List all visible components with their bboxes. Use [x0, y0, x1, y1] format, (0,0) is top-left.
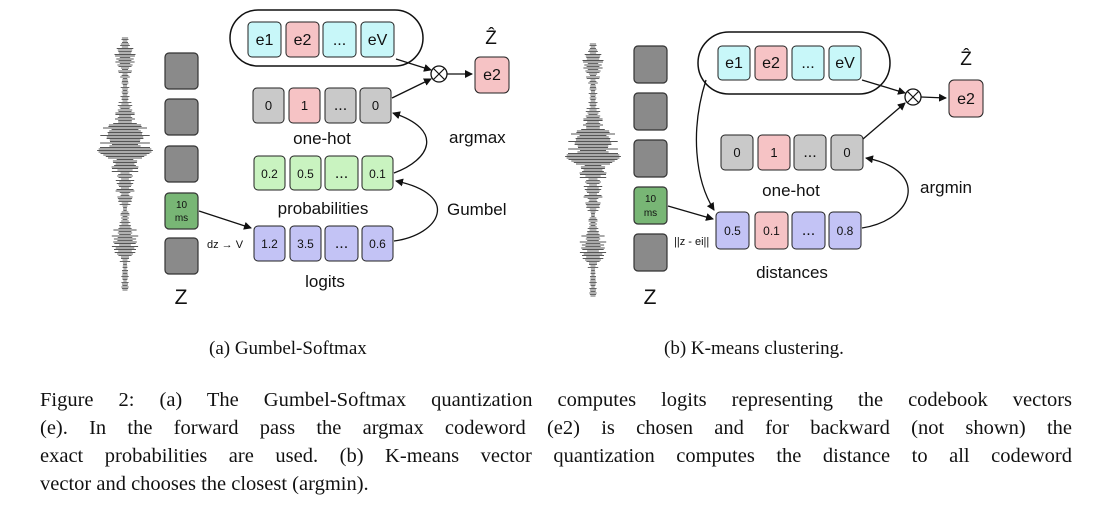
codebook-a-e1: e1	[256, 32, 274, 49]
logit-a-2: ...	[335, 235, 348, 252]
distances-label-b: distances	[756, 263, 828, 282]
z-label-a: Z	[175, 286, 188, 309]
argmax-label: argmax	[449, 128, 506, 147]
logit-a-0: 1.2	[261, 237, 278, 251]
onehot-a-2: ...	[334, 97, 347, 114]
codebook-b-dots: ...	[801, 55, 814, 72]
onehot-a-3: 0	[372, 98, 379, 113]
codebook-b-e1: e1	[725, 55, 743, 72]
subcaption-a: (a) Gumbel-Softmax	[209, 338, 367, 359]
zhat-label-a: Ẑ	[485, 27, 497, 49]
arrows-b	[667, 79, 947, 229]
caption-line-4: vector and chooses the closest (argmin).	[40, 473, 369, 495]
projection-label: dz → V	[207, 239, 244, 251]
distance-formula-label: ||z - ei||	[674, 236, 709, 248]
output-cell-a-label: e2	[483, 67, 501, 84]
onehot-b-0: 0	[733, 145, 740, 160]
frame-label-a2: ms	[175, 213, 188, 224]
onehot-a-0: 0	[265, 98, 272, 113]
onehot-a-1: 1	[301, 98, 308, 113]
output-cell-a	[474, 56, 510, 94]
caption-line-3: exact probabilities are used. (b) K-mean…	[40, 445, 1072, 467]
waveform-a	[97, 37, 153, 291]
logits-row-a: 1.2 3.5 ... 0.6	[253, 225, 394, 262]
prob-a-1: 0.5	[297, 167, 314, 181]
codebook-a-dots: ...	[333, 32, 346, 49]
frame-label-b1: 10	[645, 194, 657, 205]
panel-b: 10 ms Z e1 e2 ... eV Ẑ e2 0 1 ...	[565, 31, 984, 309]
onehot-b-3: 0	[843, 145, 850, 160]
onehot-row-b: 0 1 ... 0	[720, 134, 864, 171]
dist-b-2: ...	[802, 222, 815, 239]
caption-line-1: Figure 2: (a) The Gumbel-Softmax quantiz…	[40, 389, 1072, 411]
zhat-label-b: Ẑ	[960, 48, 972, 70]
prob-a-3: 0.1	[369, 167, 386, 181]
prob-a-0: 0.2	[261, 167, 278, 181]
dist-b-0: 0.5	[724, 224, 741, 238]
logits-label-a: logits	[305, 272, 345, 291]
codebook-cells-b: e1 e2 ... eV	[717, 45, 862, 81]
onehot-label-a: one-hot	[293, 129, 351, 148]
subcaption-b: (b) K-means clustering.	[664, 338, 844, 359]
figure-diagram: 10 ms Z e1 e2 ... eV Ẑ e2 0	[97, 9, 984, 309]
caption-line-2: (e). In the forward pass the argmax code…	[40, 417, 1072, 439]
codebook-b-ev: eV	[835, 55, 855, 72]
onehot-label-b: one-hot	[762, 181, 820, 200]
prob-a-2: ...	[335, 165, 348, 182]
figure-caption: Figure 2: (a) The Gumbel-Softmax quantiz…	[40, 386, 1072, 498]
codebook-b-e2: e2	[762, 55, 780, 72]
distances-row-b: 0.5 0.1 ... 0.8	[715, 211, 862, 250]
frame-column-b: 10 ms	[633, 45, 668, 272]
dist-b-3: 0.8	[837, 224, 854, 238]
prob-label-a: probabilities	[278, 199, 369, 218]
waveform-b	[565, 43, 621, 297]
codebook-cells-a: e1 e2 ... eV	[247, 21, 395, 58]
frame-column-a: 10 ms	[164, 52, 199, 275]
arrows-a	[198, 58, 473, 242]
codebook-a-ev: eV	[368, 32, 388, 49]
codebook-a-e2: e2	[294, 32, 312, 49]
onehot-b-2: ...	[803, 144, 816, 161]
gumbel-label: Gumbel	[447, 200, 507, 219]
frame-10ms-b	[633, 186, 668, 225]
argmin-label: argmin	[920, 178, 972, 197]
onehot-row-a: 0 1 ... 0	[252, 87, 392, 124]
output-cell-b	[948, 79, 984, 118]
frame-10ms-a	[164, 192, 199, 230]
frame-label-b2: ms	[644, 208, 657, 219]
frame-label-a1: 10	[176, 200, 188, 211]
z-label-b: Z	[644, 286, 657, 309]
logit-a-1: 3.5	[297, 237, 314, 251]
logit-a-3: 0.6	[369, 237, 386, 251]
onehot-b-1: 1	[770, 145, 777, 160]
output-cell-b-label: e2	[957, 91, 975, 108]
prob-row-a: 0.2 0.5 ... 0.1	[253, 155, 394, 191]
panel-a: 10 ms Z e1 e2 ... eV Ẑ e2 0	[97, 9, 510, 309]
dist-b-1: 0.1	[763, 224, 780, 238]
